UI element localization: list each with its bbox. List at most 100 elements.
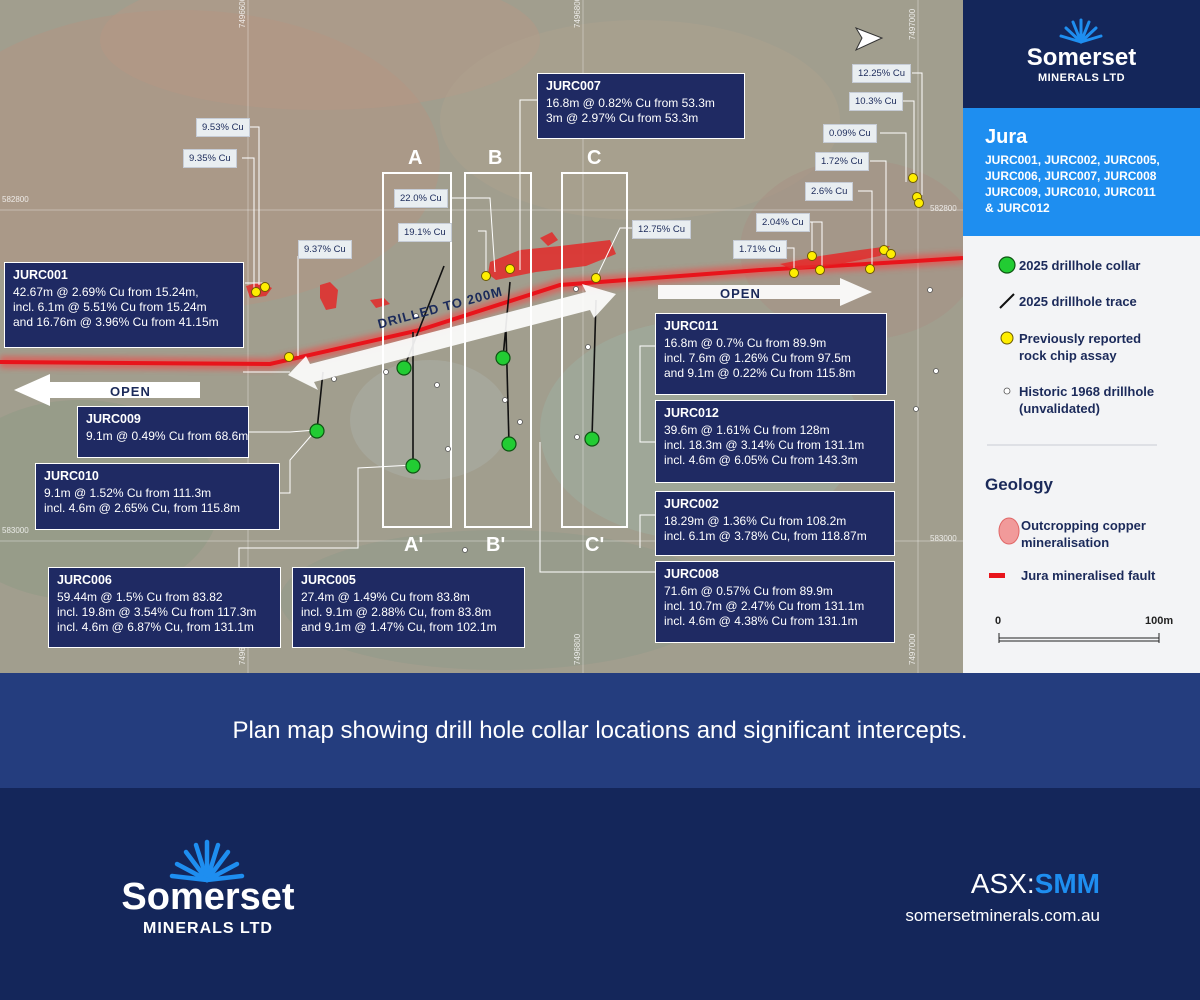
jurc001-result-box: JURC001 42.67m @ 2.69% Cu from 15.24m, i…	[4, 262, 244, 348]
jurc010-result-box: JURC010 9.1m @ 1.52% Cu from 111.3m incl…	[35, 463, 280, 530]
jurc005-result-box: JURC005 27.4m @ 1.49% Cu from 83.8m incl…	[292, 567, 525, 648]
hole-id: JURC011	[664, 319, 719, 333]
northing-label: 7496800	[573, 0, 582, 28]
ticker-prefix: ASX:	[970, 868, 1035, 899]
hole-id: JURC002	[664, 497, 719, 511]
legend-collar-label: 2025 drillhole collar	[1019, 258, 1141, 273]
assay-tag: 9.53% Cu	[196, 118, 250, 137]
northing-label: 7497000	[908, 633, 917, 665]
open-left-label: OPEN	[110, 384, 151, 399]
hole-id: JURC008	[664, 567, 719, 581]
legend-historic-label: Historic 1968 drillhole (unvalidated)	[1019, 383, 1154, 417]
intercept-line: 39.6m @ 1.61% Cu from 128m	[664, 423, 830, 437]
northing-label: 7497000	[908, 8, 917, 40]
project-holes-line: JURC001, JURC002, JURC005,	[985, 153, 1160, 167]
easting-label: 582800	[930, 204, 957, 213]
intercept-line: 18.29m @ 1.36% Cu from 108.2m	[664, 514, 847, 528]
hole-id: JURC001	[13, 268, 68, 282]
assay-tag: 19.1% Cu	[398, 223, 452, 242]
jurc012-result-box: JURC012 39.6m @ 1.61% Cu from 128m incl.…	[655, 400, 895, 483]
scale-end: 100m	[1145, 615, 1174, 627]
open-right-label: OPEN	[720, 286, 761, 301]
drillhole-collars	[309, 350, 600, 474]
jurc008-result-box: JURC008 71.6m @ 0.57% Cu from 89.9m incl…	[655, 561, 895, 643]
assay-tag: 1.72% Cu	[815, 152, 869, 171]
intercept-line: and 16.76m @ 3.96% Cu from 41.15m	[13, 315, 219, 329]
intercept-line: 27.4m @ 1.49% Cu from 83.8m	[301, 590, 470, 604]
section-b-end-label: B'	[486, 534, 506, 556]
hole-id: JURC009	[86, 412, 141, 426]
map-canvas	[0, 0, 963, 673]
legend-line: Historic 1968 drillhole	[1019, 384, 1155, 399]
caption: Plan map showing drill hole collar locat…	[0, 673, 1200, 788]
section-a-label: A	[408, 147, 423, 169]
intercept-line: 42.67m @ 2.69% Cu from 15.24m,	[13, 285, 199, 299]
intercept-line: incl. 9.1m @ 2.88% Cu, from 83.8m	[301, 605, 492, 619]
intercept-line: 9.1m @ 0.49% Cu from 68.6m	[86, 429, 249, 443]
jurc006-result-box: JURC006 59.44m @ 1.5% Cu from 83.82 incl…	[48, 567, 281, 648]
intercept-line: incl. 10.7m @ 2.47% Cu from 131.1m	[664, 599, 865, 613]
intercept-line: and 9.1m @ 0.22% Cu from 115.8m	[664, 366, 856, 380]
hole-id: JURC010	[44, 469, 99, 483]
intercept-line: 16.8m @ 0.82% Cu from 53.3m	[546, 96, 715, 110]
legend-line: Outcropping copper	[1021, 518, 1146, 533]
project-holes-line: JURC009, JURC010, JURC011	[985, 185, 1156, 199]
assay-tag: 0.09% Cu	[823, 124, 877, 143]
legend-rockchip-label: Previously reported rock chip assay	[1019, 330, 1141, 364]
project-title: Jura	[985, 126, 1028, 148]
scale-start: 0	[995, 615, 1002, 627]
assay-tag: 2.04% Cu	[756, 213, 810, 232]
section-c-end-label: C'	[585, 534, 605, 556]
assay-tag: 12.75% Cu	[632, 220, 692, 239]
legend-line: Previously reported	[1019, 331, 1142, 346]
intercept-line: incl. 4.6m @ 6.05% Cu from 143.3m	[664, 453, 858, 467]
footer-brand-sub: MINERALS LTD	[143, 920, 273, 937]
footer-brand: Somerset	[121, 876, 295, 918]
jurc011-result-box: JURC011 16.8m @ 0.7% Cu from 89.9m incl.…	[655, 313, 887, 395]
northing-label: 7496	[238, 647, 247, 665]
sidebar-logo: Somerset MINERALS LTD	[963, 0, 1200, 108]
assay-tag: 9.35% Cu	[183, 149, 237, 168]
intercept-line: 3m @ 2.97% Cu from 53.3m	[546, 111, 699, 125]
footer: Somerset MINERALS LTD ASX:SMM somersetmi…	[0, 788, 1200, 1000]
intercept-line: incl. 4.6m @ 2.65% Cu, from 115.8m	[44, 501, 241, 515]
intercept-line: incl. 6.1m @ 5.51% Cu from 15.24m	[13, 300, 207, 314]
legend-trace-label: 2025 drillhole trace	[1019, 294, 1137, 309]
sidebar-brand-sub: MINERALS LTD	[1037, 72, 1126, 84]
intercept-line: incl. 7.6m @ 1.26% Cu from 97.5m	[664, 351, 851, 365]
easting-label: 583000	[930, 534, 957, 543]
ticker-symbol: SMM	[1034, 868, 1100, 899]
plan-map: 7496600 7496800 7497000 7496 7496800 749…	[0, 0, 963, 673]
open-arrow-left	[14, 374, 200, 406]
hole-id: JURC006	[57, 573, 112, 587]
section-boxes	[382, 172, 628, 528]
hole-id: JURC005	[301, 573, 356, 587]
assay-tag: 2.6% Cu	[805, 182, 854, 201]
jurc007-result-box: JURC007 16.8m @ 0.82% Cu from 53.3m 3m @…	[537, 73, 745, 139]
intercept-line: incl. 4.6m @ 6.87% Cu, from 131.1m	[57, 620, 254, 634]
ticker: ASX:SMM	[900, 868, 1100, 900]
hole-id: JURC007	[546, 79, 601, 93]
easting-label: 583000	[2, 526, 29, 535]
jurc009-result-box: JURC009 9.1m @ 0.49% Cu from 68.6m	[77, 406, 249, 458]
sunburst-logo-icon	[169, 839, 245, 883]
section-c-label: C	[587, 147, 602, 169]
intercept-line: incl. 6.1m @ 3.78% Cu, from 118.87m	[664, 529, 867, 543]
website-link[interactable]: somersetminerals.com.au	[905, 906, 1100, 925]
rock-chip-assays	[251, 173, 924, 362]
open-arrow-right	[658, 278, 872, 306]
legend-line: rock chip assay	[1019, 348, 1117, 363]
project-holes-line: & JURC012	[985, 201, 1050, 215]
easting-label: 582800	[2, 195, 29, 204]
legend-fault-label: Jura mineralised fault	[1021, 568, 1156, 583]
intercept-line: 71.6m @ 0.57% Cu from 89.9m	[664, 584, 833, 598]
project-panel: Jura JURC001, JURC002, JURC005, JURC006,…	[963, 108, 1200, 236]
assay-tag: 10.3% Cu	[849, 92, 903, 111]
legend-symbols	[987, 256, 1160, 643]
geology-title: Geology	[985, 475, 1054, 494]
legend-panel: Somerset MINERALS LTD Jura JURC001, JURC…	[963, 0, 1200, 673]
northing-label: 7496600	[238, 0, 247, 28]
legend-outcrop-label: Outcropping copper mineralisation	[1021, 517, 1146, 551]
project-holes: JURC001, JURC002, JURC005, JURC006, JURC…	[985, 152, 1160, 216]
northing-label: 7496800	[573, 633, 582, 665]
